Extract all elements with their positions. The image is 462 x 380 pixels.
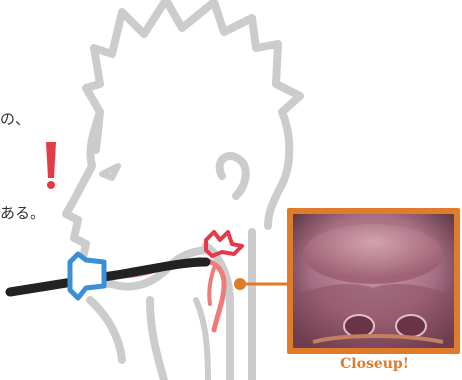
throat-tube-inner <box>209 268 214 304</box>
closeup-frame <box>287 208 460 354</box>
text-fragment-1: の、 <box>0 108 30 129</box>
exclamation-icon <box>46 142 56 189</box>
ear-outline <box>220 156 246 196</box>
head-outline-hair <box>86 0 300 150</box>
closeup-photo <box>293 214 454 348</box>
neck-outline-inner <box>196 300 208 380</box>
neck-outline-front <box>150 300 164 380</box>
callout-dot-icon <box>234 278 246 290</box>
endoscope-handle <box>70 254 104 298</box>
shoulder-outline <box>90 300 122 360</box>
eye-outline <box>102 166 118 178</box>
text-fragment-2: ある。 <box>0 202 45 223</box>
closeup-label: Closeup! <box>288 356 461 372</box>
throat-photo-drawing <box>293 214 454 348</box>
